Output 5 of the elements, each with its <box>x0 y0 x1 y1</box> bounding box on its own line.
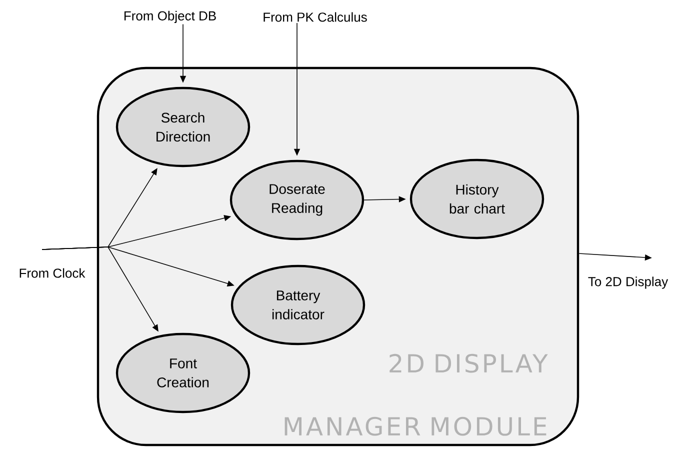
input-label: From PK Calculus <box>264 12 367 22</box>
input-label: To 2D Display <box>588 276 668 289</box>
module-title: 2D DISPLAY MANAGER MODULE <box>284 354 548 436</box>
input-label: From Clock <box>20 268 86 278</box>
input-label: From Object DB <box>124 10 216 24</box>
